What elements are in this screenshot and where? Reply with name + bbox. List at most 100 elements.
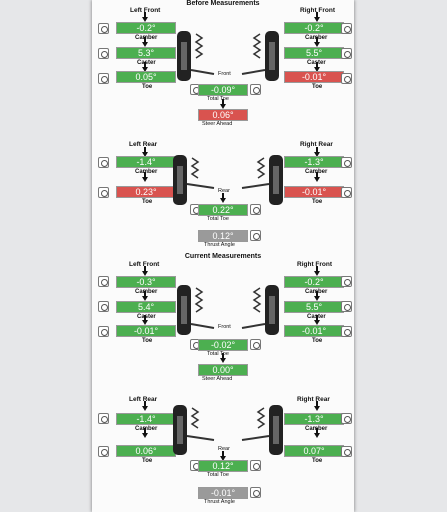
- before-lf-toe-value: 0.05°: [116, 71, 176, 83]
- current-lf-caster-label: Caster: [137, 314, 156, 320]
- front-suspension-diagram: [177, 285, 279, 335]
- before-rr-camber-arrow: [314, 147, 320, 157]
- current-rf-camber-arrow: [314, 266, 320, 276]
- before-lf-toe-arrow: [142, 62, 148, 72]
- toe-icon: [341, 446, 352, 457]
- before-front-total-toe-value: -0.09°: [198, 84, 248, 96]
- before-rf-camber-arrow: [314, 12, 320, 22]
- before-title: Before Measurements: [186, 0, 260, 7]
- before-lr-camber-label: Camber: [135, 169, 158, 175]
- before-lr-toe-label: Toe: [142, 199, 153, 205]
- before-rear-total-toe-label: Total Toe: [207, 216, 229, 222]
- toe-icon: [341, 187, 352, 198]
- front-suspension-diagram: [177, 31, 279, 81]
- current-thrust-angle-value: -0.01°: [198, 487, 248, 499]
- before-lf-toe-label: Toe: [142, 84, 153, 90]
- total-toe-icon: [250, 460, 261, 471]
- toe-icon: [341, 73, 352, 84]
- camber-icon: [98, 23, 109, 34]
- before-steer-ahead-value: 0.06°: [198, 109, 248, 121]
- current-rr-toe-label: Toe: [312, 458, 323, 464]
- current-lr-camber-label: Camber: [135, 426, 158, 432]
- before-rr-toe-arrow: [314, 172, 320, 182]
- current-front-total-toe-label: Total Toe: [207, 351, 229, 357]
- current-left-front-header: Left Front: [129, 261, 160, 268]
- current-lf-caster-arrow: [142, 291, 148, 301]
- before-rf-toe-label: Toe: [312, 84, 323, 90]
- current-rf-camber-value: -0.2°: [284, 276, 344, 288]
- caster-icon: [341, 301, 352, 312]
- current-rf-toe-value: -0.01°: [284, 325, 344, 337]
- camber-icon: [341, 23, 352, 34]
- rear-suspension-diagram: [173, 155, 283, 205]
- current-rr-camber-value: -1.3°: [284, 413, 344, 425]
- current-rf-caster-value: 5.5°: [284, 301, 344, 313]
- current-right-front-header: Right Front: [297, 261, 333, 268]
- current-right-rear-header: Right Rear: [297, 396, 330, 403]
- before-lf-caster-arrow: [142, 37, 148, 47]
- current-rr-camber-arrow: [314, 401, 320, 411]
- current-lf-camber-value: -0.3°: [116, 276, 176, 288]
- before-rf-caster-arrow: [314, 37, 320, 47]
- current-lf-camber-label: Camber: [135, 289, 158, 295]
- current-lf-toe-label: Toe: [142, 338, 153, 344]
- current-lf-caster-value: 5.4°: [116, 301, 176, 313]
- current-lf-camber-arrow: [142, 266, 148, 276]
- current-left-rear-header: Left Rear: [129, 396, 158, 403]
- before-lr-camber-arrow: [142, 147, 148, 157]
- before-rear-total-toe-value: 0.22°: [198, 204, 248, 216]
- before-lf-caster-label: Caster: [137, 60, 156, 66]
- before-lr-toe-arrow: [142, 172, 148, 182]
- before-right-rear-header: Right Rear: [300, 141, 333, 148]
- current-rf-caster-arrow: [314, 291, 320, 301]
- before-left-front-header: Left Front: [130, 7, 161, 14]
- camber-icon: [98, 157, 109, 168]
- before-rf-caster-value: 5.5°: [284, 47, 344, 59]
- current-front-label: Front: [218, 324, 231, 330]
- toe-icon: [341, 326, 352, 337]
- before-front-total-toe-label: Total Toe: [207, 96, 229, 102]
- current-lf-toe-arrow: [142, 315, 148, 325]
- caster-icon: [98, 48, 109, 59]
- toe-icon: [98, 446, 109, 457]
- before-rf-toe-arrow: [314, 62, 320, 72]
- toe-icon: [98, 326, 109, 337]
- current-lr-camber-arrow: [142, 401, 148, 411]
- current-steer-ahead-label: Steer Ahead: [202, 376, 233, 382]
- current-rear-label: Rear: [218, 446, 230, 452]
- toe-icon: [98, 187, 109, 198]
- before-rr-toe-value: -0.01°: [284, 186, 344, 198]
- before-lr-toe-value: 0.23°: [116, 186, 176, 198]
- current-lf-toe-value: -0.01°: [116, 325, 176, 337]
- current-thrust-angle-label: Thrust Angle: [204, 499, 235, 505]
- before-steer-ahead-label: Steer Ahead: [202, 121, 233, 127]
- camber-icon: [98, 413, 109, 424]
- before-thrust-angle-label: Thrust Angle: [204, 242, 235, 248]
- before-lr-camber-value: -1.4°: [116, 156, 176, 168]
- before-lf-camber-label: Camber: [135, 35, 158, 41]
- current-rf-toe-label: Toe: [312, 338, 323, 344]
- before-lf-camber-value: -0.2°: [116, 22, 176, 34]
- current-steer-arrow: [220, 353, 226, 363]
- toe-icon: [98, 73, 109, 84]
- before-lf-camber-arrow: [142, 12, 148, 22]
- current-title: Current Measurements: [184, 253, 262, 260]
- camber-icon: [341, 157, 352, 168]
- caster-icon: [98, 301, 109, 312]
- before-rf-toe-value: -0.01°: [284, 71, 344, 83]
- current-lr-toe-arrow: [142, 428, 148, 438]
- before-rr-camber-value: -1.3°: [284, 156, 344, 168]
- current-rear-total-toe-label: Total Toe: [207, 472, 229, 478]
- before-thrust-angle-value: 0.12°: [198, 230, 248, 242]
- before-steer-arrow: [220, 99, 226, 109]
- before-rear-label: Rear: [218, 188, 230, 194]
- current-lr-camber-value: -1.4°: [116, 413, 176, 425]
- thrust-angle-icon: [250, 487, 261, 498]
- before-left-rear-header: Left Rear: [129, 141, 158, 148]
- current-rr-toe-arrow: [314, 428, 320, 438]
- total-toe-icon: [250, 339, 261, 350]
- camber-icon: [341, 413, 352, 424]
- current-rear-arrow: [220, 451, 226, 461]
- current-lr-toe-label: Toe: [142, 458, 153, 464]
- current-lr-toe-value: 0.06°: [116, 445, 176, 457]
